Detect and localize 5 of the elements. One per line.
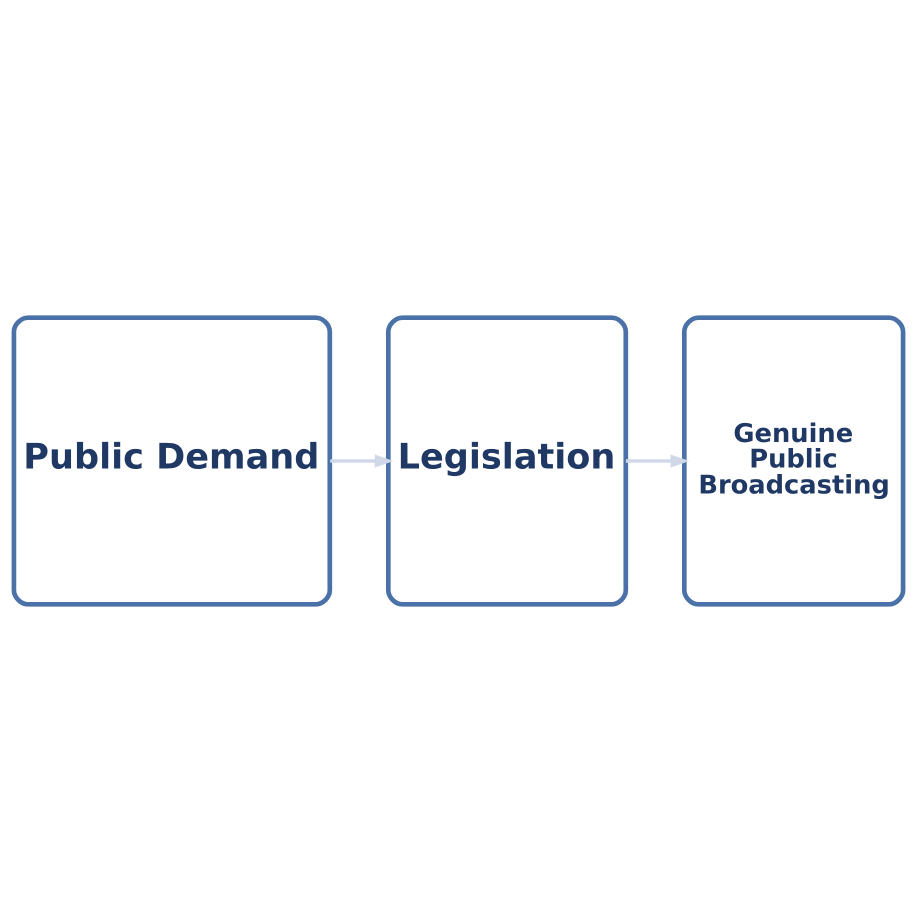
- node-box: Legislation: [386, 314, 628, 606]
- node-box: Public Demand: [12, 314, 332, 606]
- node-box: Genuine Public Broadcasting: [682, 314, 906, 606]
- arrow: [626, 454, 690, 468]
- arrow: [330, 454, 394, 468]
